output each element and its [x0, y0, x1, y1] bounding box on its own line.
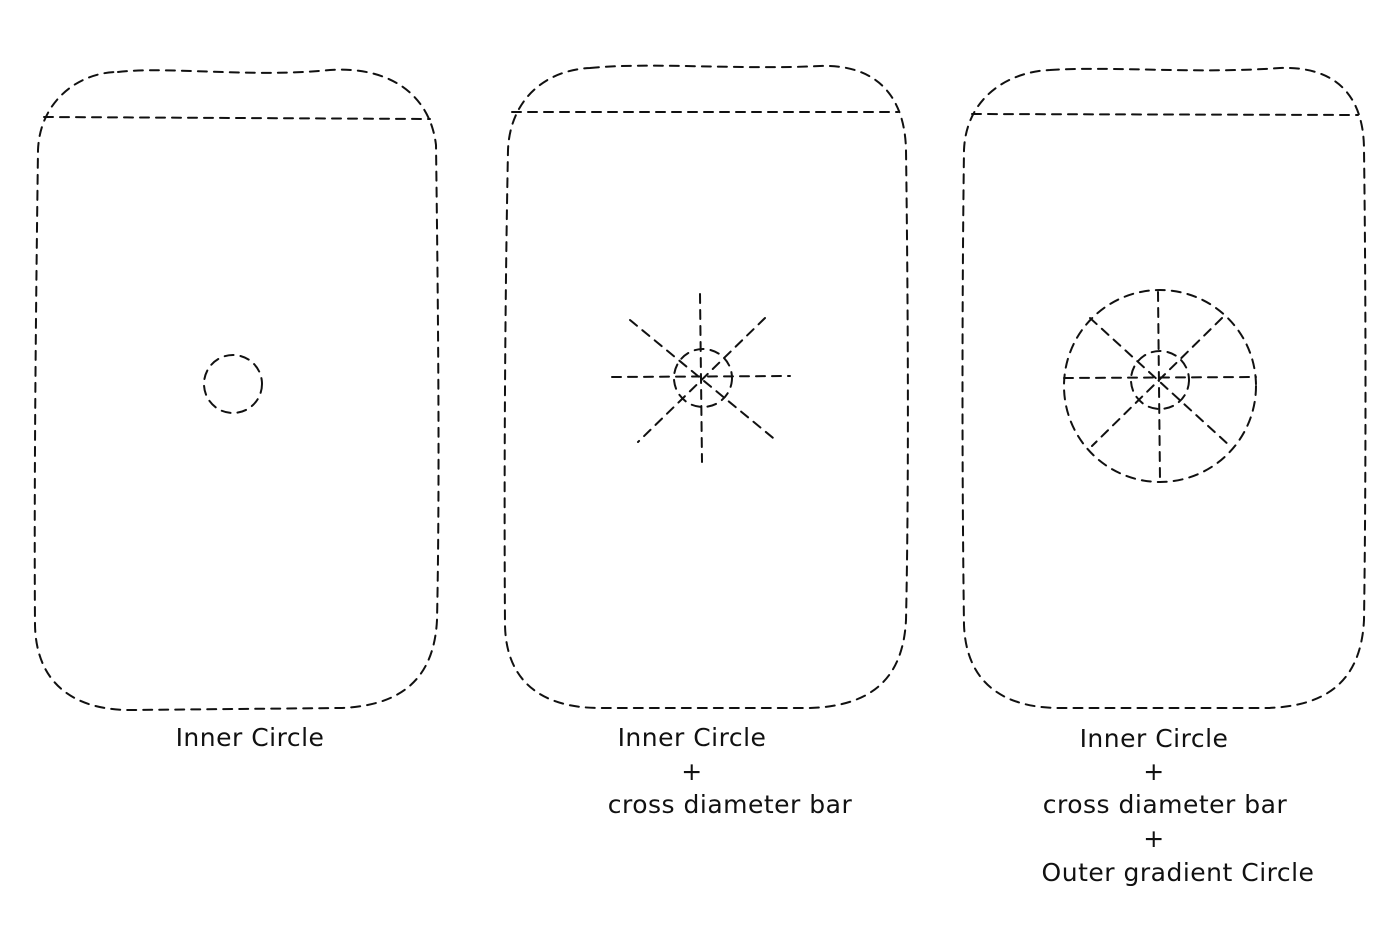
- panel-3-caption-line-3: cross diameter bar: [1043, 790, 1288, 819]
- panel-2-caption-line-1: Inner Circle: [618, 723, 767, 752]
- panel-1-inner-circle: [203, 354, 263, 414]
- panel-3-bar-diagonal-b: [1091, 317, 1223, 447]
- panel-3-bar-horizontal: [1063, 376, 1257, 379]
- panel-2-bar-diagonal-a: [629, 319, 779, 443]
- panel-3-caption-line-5: Outer gradient Circle: [1042, 858, 1315, 887]
- panel-1-card-outline: [33, 68, 440, 712]
- panel-3-caption-line-4: +: [1143, 824, 1164, 853]
- panel-1: Inner Circle: [33, 68, 440, 752]
- panel-2-caption-line-3: cross diameter bar: [608, 790, 853, 819]
- panel-3-outer-gradient-circle: [1063, 289, 1257, 483]
- panel-2-bar-diagonal-b: [637, 317, 766, 443]
- panel-3-bar-vertical: [1157, 291, 1161, 481]
- panel-3-card-outline: [961, 66, 1367, 709]
- panel-3-header-divider: [971, 113, 1359, 116]
- panel-3-bar-diagonal-a: [1089, 317, 1231, 447]
- panel-2-bar-horizontal: [611, 375, 791, 378]
- panel-2-bar-vertical: [699, 293, 703, 463]
- panel-1-header-divider: [43, 116, 431, 120]
- panel-2-caption-line-2: +: [681, 757, 702, 786]
- panel-2-card-outline: [503, 64, 909, 709]
- panel-1-caption-line-1: Inner Circle: [176, 723, 325, 752]
- panel-3-caption-line-2: +: [1143, 757, 1164, 786]
- panel-3-caption-line-1: Inner Circle: [1080, 724, 1229, 753]
- panel-3: Inner Circle + cross diameter bar + Oute…: [961, 66, 1367, 887]
- panel-2-inner-circle: [673, 348, 733, 408]
- panel-3-inner-circle: [1130, 350, 1190, 410]
- panel-2-cross-diameter-bars: [611, 293, 791, 463]
- panel-2: Inner Circle + cross diameter bar: [503, 64, 909, 819]
- panel-3-cross-diameter-bars: [1063, 291, 1257, 481]
